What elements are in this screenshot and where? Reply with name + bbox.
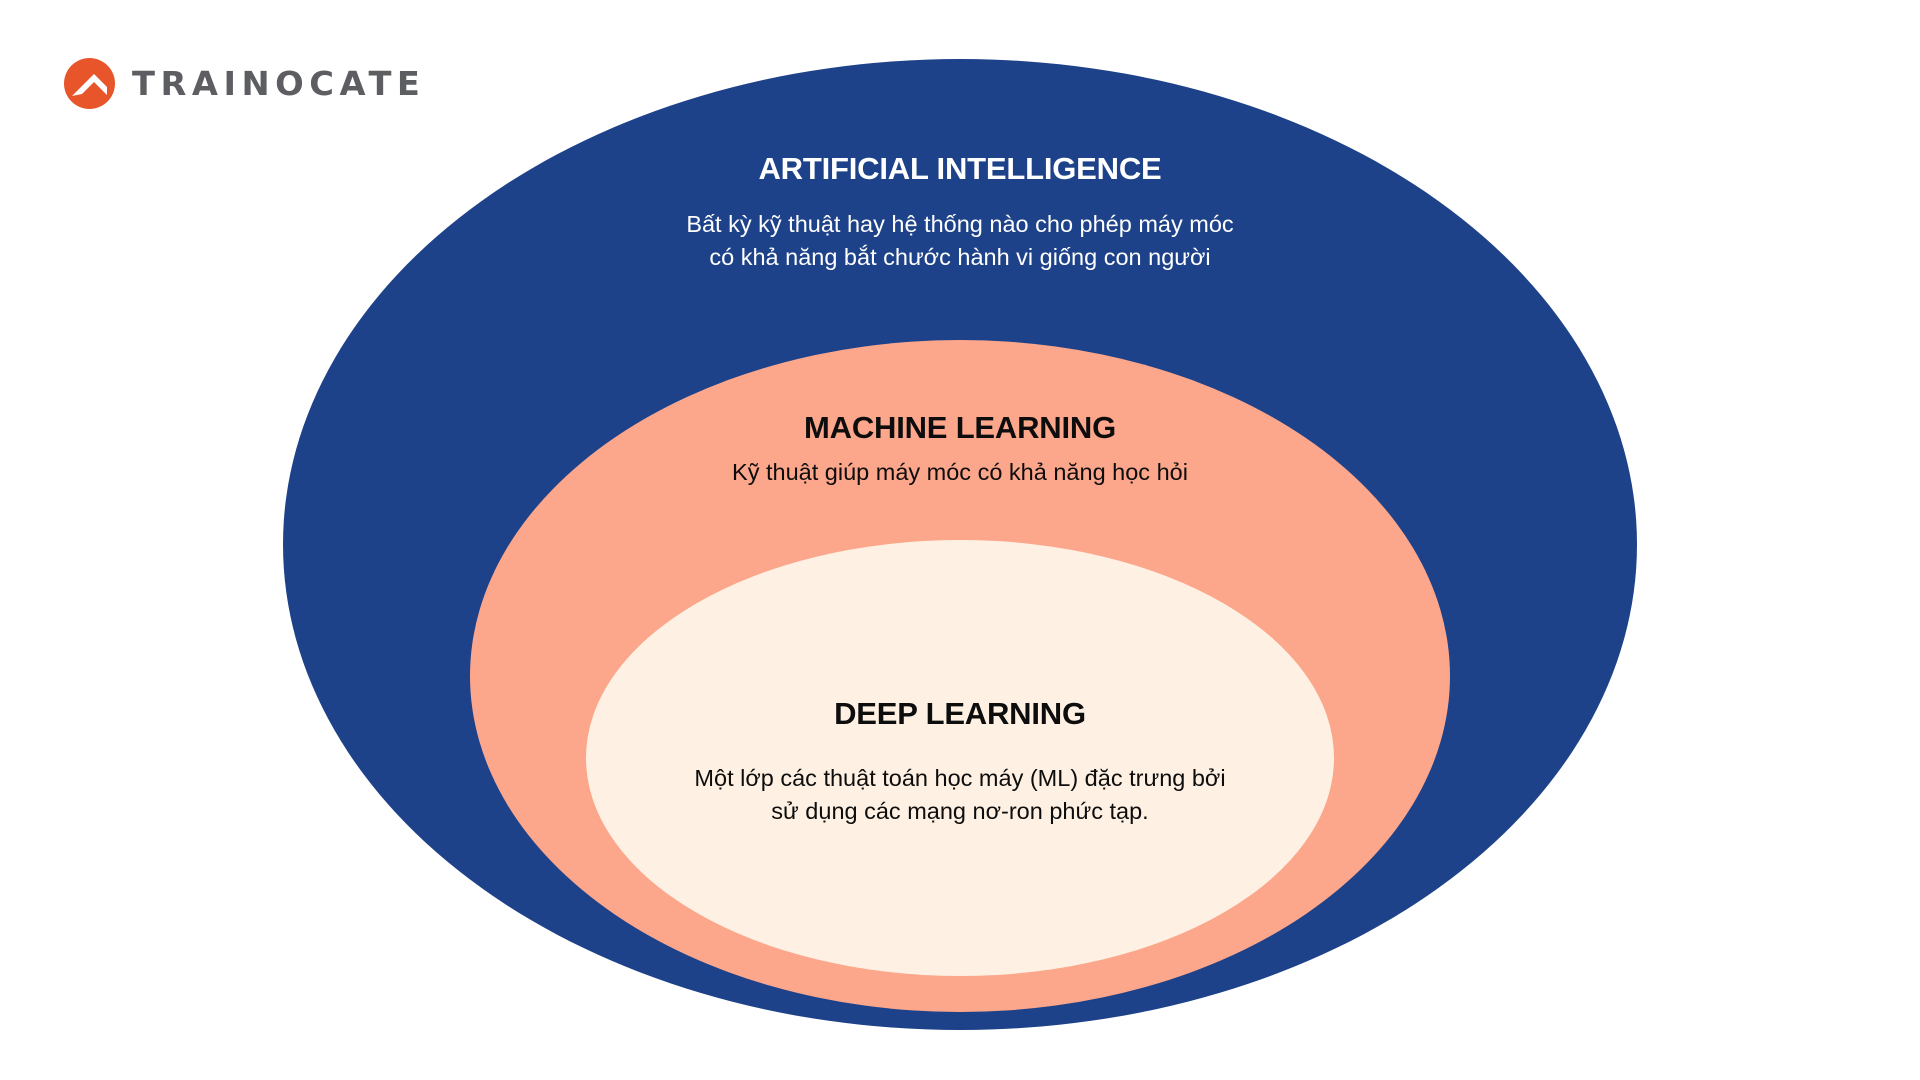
brand-name: TRAINOCATE: [132, 64, 426, 103]
ml-description: Kỹ thuật giúp máy móc có khả năng học hỏ…: [460, 456, 1460, 489]
ai-description-line-2: có khả năng bắt chước hành vi giống con …: [709, 244, 1211, 270]
dl-title: DEEP LEARNING: [834, 696, 1086, 731]
ai-description-line-1: Bất kỳ kỹ thuật hay hệ thống nào cho phé…: [686, 211, 1234, 237]
deep-learning-ellipse: [586, 540, 1334, 976]
ai-title: ARTIFICIAL INTELLIGENCE: [758, 151, 1162, 186]
ml-title: MACHINE LEARNING: [804, 410, 1116, 445]
trainocate-roof-logo-icon: [64, 58, 115, 109]
trainocate-logo: TRAINOCATE: [64, 58, 420, 109]
dl-description: Một lớp các thuật toán học máy (ML) đặc …: [460, 762, 1460, 828]
dl-description-line-1: Một lớp các thuật toán học máy (ML) đặc …: [694, 765, 1226, 791]
ai-description: Bất kỳ kỹ thuật hay hệ thống nào cho phé…: [460, 208, 1460, 274]
ml-description-line-1: Kỹ thuật giúp máy móc có khả năng học hỏ…: [732, 459, 1188, 485]
dl-description-line-2: sử dụng các mạng nơ-ron phức tạp.: [771, 798, 1149, 824]
